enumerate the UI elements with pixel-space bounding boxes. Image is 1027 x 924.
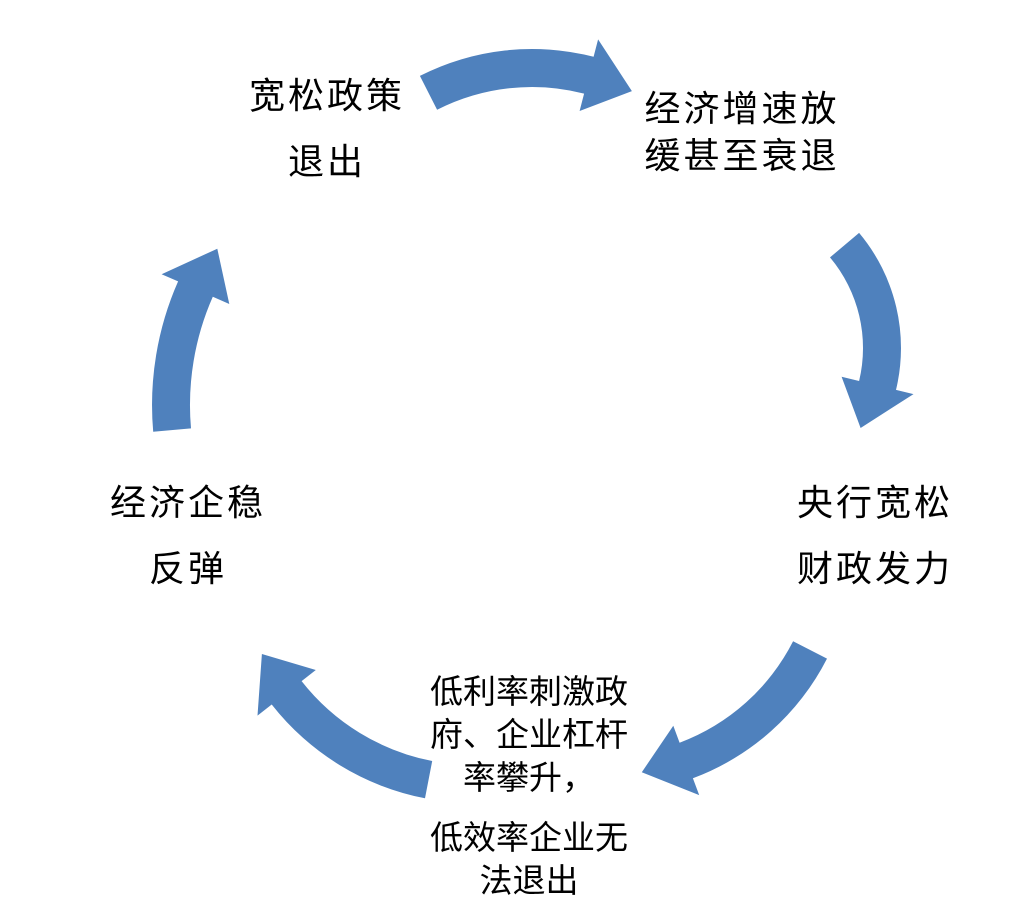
arrow-right-icon — [830, 232, 914, 428]
node-line: 经济企稳 — [109, 483, 266, 523]
node-central-bank-easing: 央行宽松 财政发力 — [767, 481, 983, 591]
node-economy-stabilize: 经济企稳 反弹 — [78, 481, 298, 591]
node-loose-policy-exit: 宽松政策 退出 — [217, 74, 437, 184]
node-line: 宽松政策 — [248, 76, 405, 116]
arrow-bottom-left-icon — [257, 654, 433, 799]
arrow-bottom-right-icon — [641, 641, 827, 796]
node-line: 央行宽松 — [796, 483, 953, 523]
node-line: 经济增速放 — [644, 89, 840, 129]
node-line: 退出 — [287, 142, 366, 182]
node-leverage-rise: 低利率刺激政 府、企业杠杆 率攀升， 低效率企业无 法退出 — [409, 672, 649, 904]
node-line: 法退出 — [479, 864, 579, 900]
node-line: 反弹 — [148, 549, 227, 589]
node-line: 低利率刺激政 — [430, 675, 628, 711]
node-line: 低效率企业无 — [430, 821, 628, 857]
node-growth-slowdown: 经济增速放 缓甚至衰退 — [634, 86, 850, 180]
node-line: 财政发力 — [796, 549, 953, 589]
arrow-top-icon — [419, 39, 632, 111]
node-line: 府、企业杠杆 — [430, 718, 628, 754]
arrow-left-icon — [152, 248, 230, 432]
node-line: 率攀升， — [463, 761, 595, 797]
node-line: 缓甚至衰退 — [644, 136, 840, 176]
